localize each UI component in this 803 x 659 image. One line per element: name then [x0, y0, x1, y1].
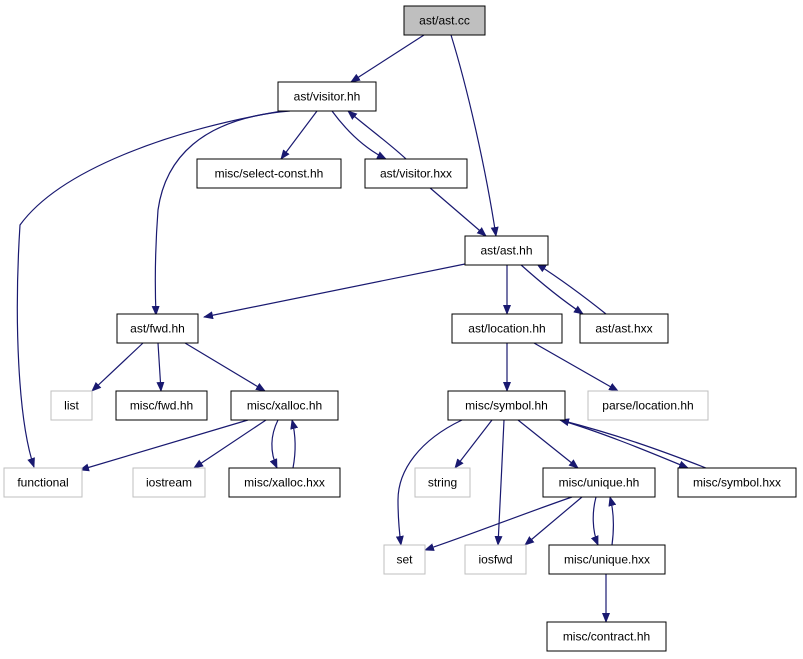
node-functional[interactable]: functional — [3, 467, 83, 498]
node-iostream-label: iostream — [146, 476, 192, 490]
node-iostream[interactable]: iostream — [132, 467, 206, 498]
node-select-const[interactable]: misc/select-const.hh — [196, 158, 342, 189]
edge-symbol-hh-to-symbol-hxx — [559, 419, 689, 469]
node-select-const-label: misc/select-const.hh — [215, 167, 324, 181]
node-iosfwd-label: iosfwd — [478, 553, 512, 567]
edge-visitor-hh-to-visitor-hxx — [331, 110, 387, 160]
node-functional-label: functional — [17, 476, 68, 490]
edge-visitor-hh-to-select-const — [280, 110, 318, 160]
edge-ast-hxx-to-ast-hh — [536, 263, 607, 315]
edge-xalloc-hh-to-iostream — [193, 419, 267, 469]
edge-location-hh-to-parse-location — [533, 342, 619, 392]
node-symbol-hh-label: misc/symbol.hh — [465, 399, 548, 413]
edge-unique-hh-to-iosfwd — [524, 496, 583, 546]
node-string-label: string — [428, 476, 457, 490]
node-visitor-hxx-label: ast/visitor.hxx — [380, 167, 452, 181]
node-ast-hh-label: ast/ast.hh — [480, 244, 532, 258]
edge-visitor-hh-to-functional — [16, 110, 283, 468]
edge-xalloc-hh-to-functional — [79, 419, 249, 472]
edges — [16, 34, 707, 623]
node-ast-hxx[interactable]: ast/ast.hxx — [579, 313, 669, 344]
edge-ast-cc-to-visitor-hh — [350, 34, 425, 83]
node-ast-cc-label: ast/ast.cc — [419, 14, 470, 28]
node-xalloc-hh[interactable]: misc/xalloc.hh — [230, 390, 339, 421]
node-list[interactable]: list — [50, 390, 93, 421]
edge-symbol-hxx-to-symbol-hh — [559, 418, 707, 469]
node-visitor-hh[interactable]: ast/visitor.hh — [277, 81, 377, 112]
node-parse-location[interactable]: parse/location.hh — [587, 390, 709, 421]
node-ast-hh[interactable]: ast/ast.hh — [464, 235, 549, 266]
edge-fwd-hh-to-xalloc-hh — [184, 342, 266, 392]
node-xalloc-hh-label: misc/xalloc.hh — [247, 399, 322, 413]
node-unique-hh[interactable]: misc/unique.hh — [542, 467, 656, 498]
node-ast-hxx-label: ast/ast.hxx — [595, 322, 652, 336]
edge-unique-hxx-to-unique-hh — [608, 496, 617, 546]
edge-unique-hh-to-unique-hxx — [590, 496, 599, 546]
node-iosfwd[interactable]: iosfwd — [464, 544, 527, 575]
node-symbol-hxx-label: misc/symbol.hxx — [693, 476, 781, 490]
edge-ast-cc-to-ast-hh — [450, 34, 499, 237]
node-list-label: list — [64, 399, 79, 413]
edge-symbol-hh-to-unique-hh — [517, 419, 579, 469]
node-location-hh-label: ast/location.hh — [468, 322, 545, 336]
node-contract-hh[interactable]: misc/contract.hh — [546, 621, 667, 652]
edge-xalloc-hh-to-xalloc-hxx — [269, 419, 279, 469]
node-parse-location-label: parse/location.hh — [602, 399, 693, 413]
edge-ast-hh-to-ast-hxx — [519, 263, 584, 315]
node-unique-hh-label: misc/unique.hh — [559, 476, 640, 490]
edge-symbol-hh-to-string — [454, 419, 493, 469]
edge-xalloc-hxx-to-xalloc-hh — [290, 419, 299, 469]
node-location-hh[interactable]: ast/location.hh — [451, 313, 563, 344]
node-visitor-hh-label: ast/visitor.hh — [294, 90, 361, 104]
edge-symbol-hh-to-set — [395, 419, 463, 546]
node-string[interactable]: string — [414, 467, 471, 498]
node-symbol-hxx[interactable]: misc/symbol.hxx — [677, 467, 797, 498]
edge-symbol-hh-to-iosfwd — [494, 419, 505, 546]
node-misc-fwd[interactable]: misc/fwd.hh — [115, 390, 208, 421]
edge-visitor-hh-to-fwd-hh — [151, 110, 291, 316]
node-ast-cc[interactable]: ast/ast.cc — [403, 5, 486, 36]
edge-visitor-hxx-to-visitor-hh — [347, 110, 407, 160]
node-set[interactable]: set — [383, 544, 426, 575]
node-unique-hxx-label: misc/unique.hxx — [564, 553, 650, 567]
node-fwd-hh[interactable]: ast/fwd.hh — [116, 313, 199, 344]
edge-unique-hh-to-set — [424, 496, 573, 551]
node-unique-hxx[interactable]: misc/unique.hxx — [548, 544, 666, 575]
edge-ast-hh-to-fwd-hh — [203, 263, 466, 320]
node-xalloc-hxx[interactable]: misc/xalloc.hxx — [228, 467, 341, 498]
nodes: ast/ast.cc ast/visitor.hh misc/select-co… — [3, 5, 797, 652]
node-symbol-hh[interactable]: misc/symbol.hh — [447, 390, 566, 421]
edge-fwd-hh-to-misc-fwd — [156, 342, 165, 392]
edge-fwd-hh-to-list — [91, 342, 144, 392]
edge-visitor-hxx-to-ast-hh — [428, 186, 487, 237]
node-set-label: set — [396, 553, 413, 567]
node-misc-fwd-label: misc/fwd.hh — [130, 399, 193, 413]
node-contract-hh-label: misc/contract.hh — [563, 630, 650, 644]
node-fwd-hh-label: ast/fwd.hh — [130, 322, 185, 336]
node-xalloc-hxx-label: misc/xalloc.hxx — [244, 476, 325, 490]
node-visitor-hxx[interactable]: ast/visitor.hxx — [364, 158, 468, 189]
